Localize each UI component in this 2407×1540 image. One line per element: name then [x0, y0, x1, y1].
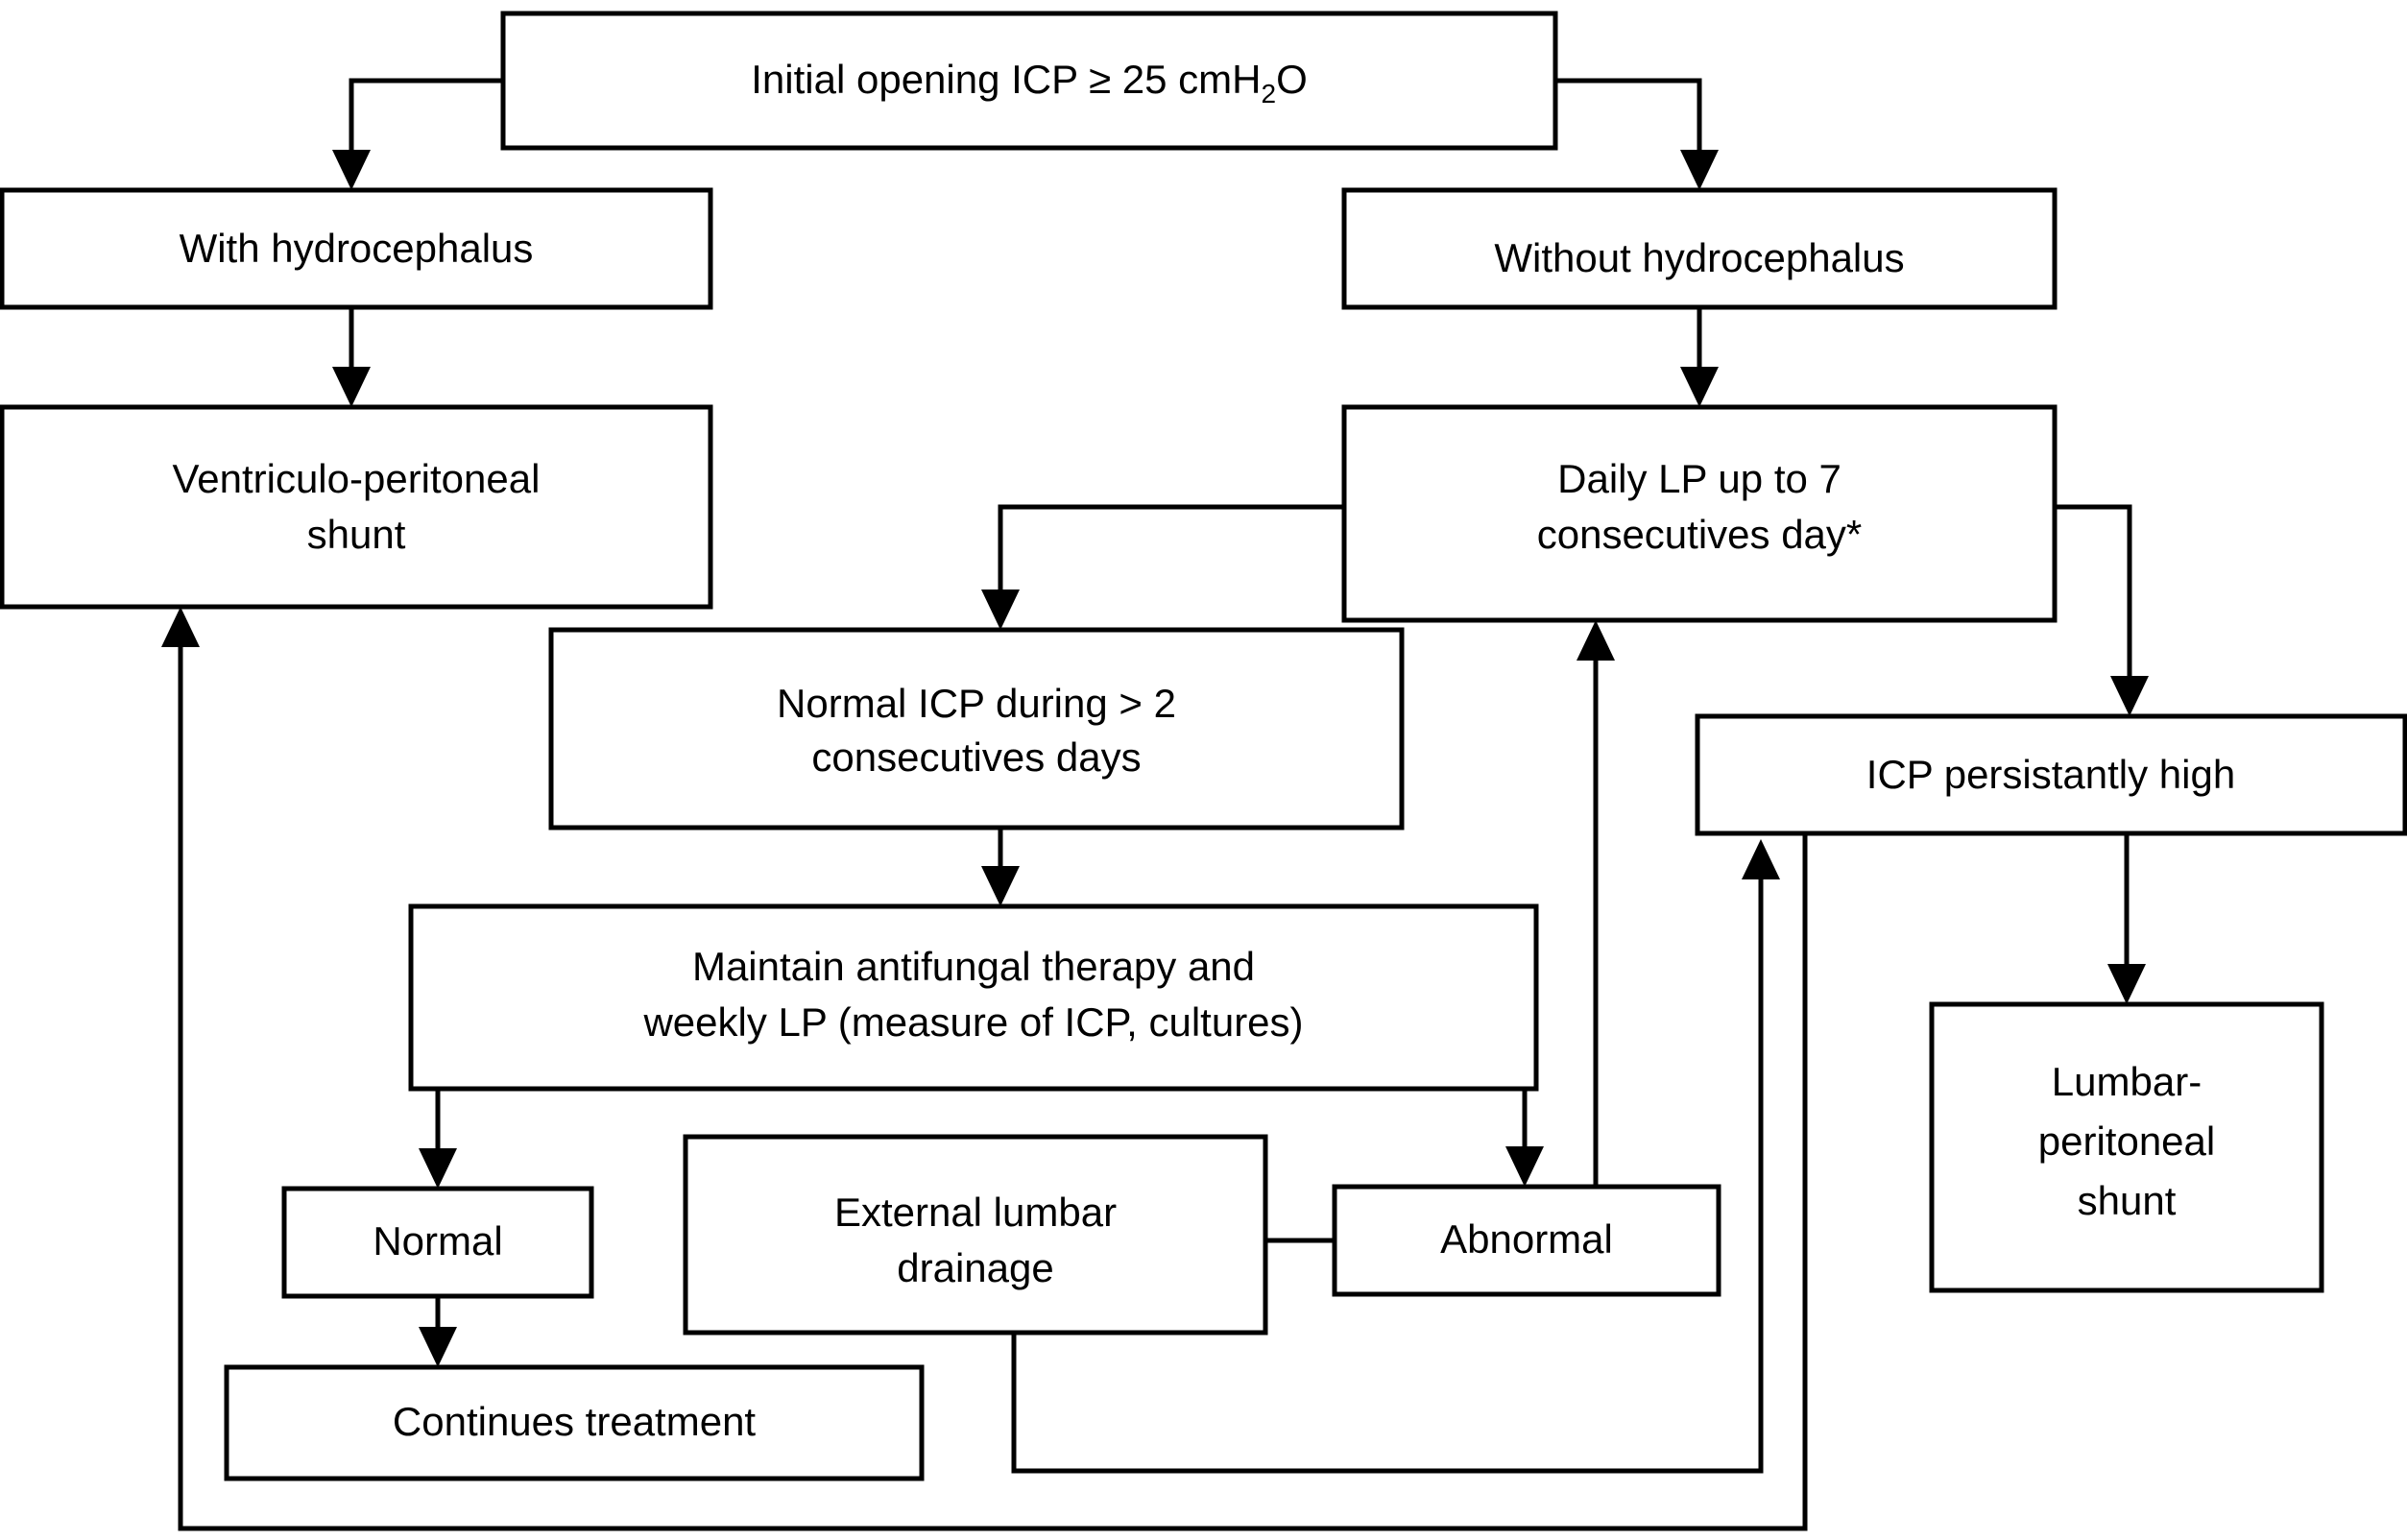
- node-external-lumbar-drainage-box[interactable]: [683, 1134, 1268, 1335]
- edge-maintain-antifungal-to-abnormal: [1505, 1089, 1544, 1187]
- node-normal-icp-box[interactable]: [548, 627, 1405, 830]
- edge-normal-icp-to-maintain-antifungal: [981, 828, 1020, 906]
- node-abnormal-box[interactable]: [1332, 1184, 1721, 1297]
- arrowhead-down-icon: [1505, 1146, 1544, 1187]
- node-icp-persistantly-high[interactable]: ICP persistantly high: [1695, 713, 2407, 836]
- arrowhead-down-icon: [419, 1327, 457, 1367]
- arrowhead-down-icon: [332, 367, 371, 407]
- node-daily-lp-line2: consecutives day*: [1537, 512, 1863, 557]
- arrowhead-down-icon: [1680, 150, 1719, 190]
- node-with-hydrocephalus[interactable]: With hydrocephalus: [0, 187, 713, 310]
- node-lumbar-peritoneal-shunt-line2: peritoneal: [2038, 1119, 2215, 1164]
- edge-external-lumbar-drainage-to-icp-persistantly-high: [1011, 839, 1780, 1474]
- arrowhead-down-icon: [419, 1148, 457, 1189]
- node-initial-icp[interactable]: Initial opening ICP ≥ 25 cmH2O: [500, 11, 1558, 151]
- node-with-hydrocephalus-box[interactable]: [0, 187, 713, 310]
- node-external-lumbar-drainage[interactable]: External lumbar drainage: [683, 1134, 1268, 1335]
- node-without-hydrocephalus-label: Without hydrocephalus: [1494, 235, 1904, 280]
- node-without-hydrocephalus[interactable]: Without hydrocephalus: [1341, 187, 2058, 310]
- edge-icp-persistantly-high-to-vp-shunt: [161, 607, 1808, 1531]
- node-vp-shunt[interactable]: Ventriculo-peritoneal shunt: [0, 404, 713, 610]
- node-maintain-antifungal-line2: weekly LP (measure of ICP, cultures): [642, 999, 1303, 1045]
- node-lumbar-peritoneal-shunt-line1: Lumbar-: [2052, 1059, 2202, 1104]
- edge-initial-to-with-hydrocephalus: [332, 78, 503, 190]
- node-vp-shunt-box[interactable]: [0, 404, 713, 610]
- node-lumbar-peritoneal-shunt-box[interactable]: [1929, 1001, 2324, 1293]
- edge-normal-to-continues-treatment: [419, 1296, 457, 1367]
- node-normal-icp[interactable]: Normal ICP during > 2 consecutives days: [548, 627, 1405, 830]
- edge-icp-persistantly-high-to-lumbar-peritoneal-shunt: [2107, 833, 2146, 1004]
- arrowhead-down-icon: [1680, 367, 1719, 407]
- node-normal-box[interactable]: [281, 1186, 594, 1299]
- edge-with-hydrocephalus-to-vp-shunt: [332, 307, 371, 407]
- edge-daily-lp-to-icp-persistantly-high: [2055, 504, 2149, 716]
- node-external-lumbar-drainage-line2: drainage: [897, 1245, 1053, 1290]
- arrowhead-down-icon: [981, 866, 1020, 906]
- node-normal[interactable]: Normal: [281, 1186, 594, 1299]
- edge-abnormal-to-daily-lp: [1577, 620, 1615, 1187]
- node-maintain-antifungal-line1: Maintain antifungal therapy and: [692, 944, 1255, 989]
- node-continues-treatment[interactable]: Continues treatment: [224, 1364, 925, 1481]
- node-daily-lp-box[interactable]: [1341, 404, 2058, 623]
- node-lumbar-peritoneal-shunt-line3: shunt: [2078, 1178, 2177, 1223]
- node-vp-shunt-line2: shunt: [307, 512, 406, 557]
- node-without-hydrocephalus-box[interactable]: [1341, 187, 2058, 310]
- arrowhead-down-icon: [981, 590, 1020, 630]
- arrowhead-up-icon: [161, 607, 200, 647]
- node-icp-persistantly-high-box[interactable]: [1695, 713, 2407, 836]
- node-normal-icp-line1: Normal ICP during > 2: [777, 681, 1176, 726]
- node-initial-icp-label: Initial opening ICP ≥ 25 cmH2O: [751, 57, 1307, 108]
- node-daily-lp[interactable]: Daily LP up to 7 consecutives day*: [1341, 404, 2058, 623]
- node-normal-icp-line2: consecutives days: [811, 734, 1141, 780]
- arrowhead-down-icon: [2107, 964, 2146, 1004]
- edge-initial-to-without-hydrocephalus: [1555, 78, 1719, 190]
- node-with-hydrocephalus-label: With hydrocephalus: [180, 226, 534, 271]
- arrowhead-up-icon: [1577, 620, 1615, 661]
- node-abnormal[interactable]: Abnormal: [1332, 1184, 1721, 1297]
- node-vp-shunt-line1: Ventriculo-peritoneal: [173, 456, 541, 501]
- node-icp-persistantly-high-label: ICP persistantly high: [1866, 752, 2235, 797]
- node-initial-icp-box[interactable]: [500, 11, 1558, 151]
- node-external-lumbar-drainage-line1: External lumbar: [834, 1190, 1117, 1235]
- edge-maintain-antifungal-to-normal: [419, 1089, 457, 1189]
- arrowhead-down-icon: [332, 150, 371, 190]
- arrowhead-up-icon: [1742, 839, 1780, 879]
- node-continues-treatment-label: Continues treatment: [393, 1399, 757, 1444]
- node-abnormal-label: Abnormal: [1440, 1216, 1613, 1262]
- edge-daily-lp-to-normal-icp: [981, 504, 1344, 630]
- node-maintain-antifungal[interactable]: Maintain antifungal therapy and weekly L…: [408, 903, 1539, 1092]
- arrowhead-down-icon: [2110, 676, 2149, 716]
- node-lumbar-peritoneal-shunt[interactable]: Lumbar- peritoneal shunt: [1929, 1001, 2324, 1293]
- node-maintain-antifungal-box[interactable]: [408, 903, 1539, 1092]
- node-daily-lp-line1: Daily LP up to 7: [1557, 456, 1841, 501]
- node-normal-label: Normal: [373, 1218, 502, 1263]
- node-continues-treatment-box[interactable]: [224, 1364, 925, 1481]
- edge-without-hydrocephalus-to-daily-lp: [1680, 307, 1719, 407]
